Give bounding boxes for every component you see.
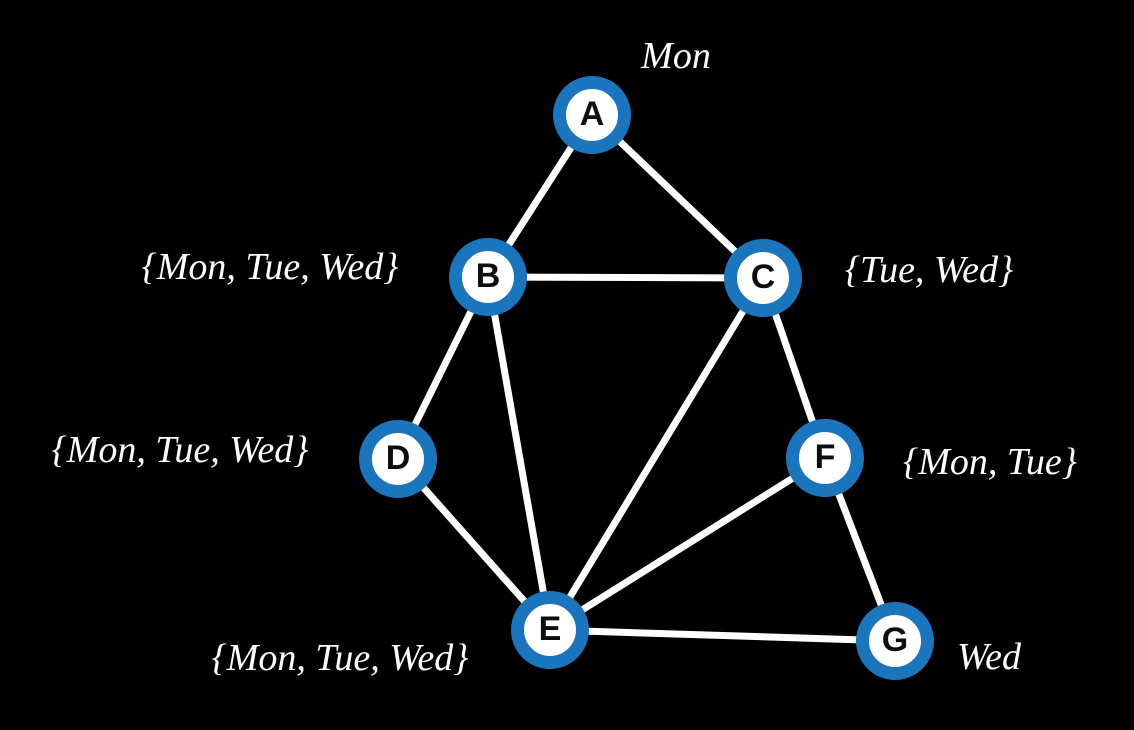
domain-label-F: {Mon, Tue}	[903, 441, 1077, 483]
edge-E-G	[549, 626, 896, 645]
edge-C-E	[547, 276, 766, 632]
edge-B-E	[484, 276, 554, 631]
node-letter-B: B	[475, 257, 501, 295]
domain-label-G: Wed	[956, 636, 1022, 678]
node-letter-C: C	[750, 258, 776, 296]
node-G: G	[856, 602, 934, 680]
node-D: D	[359, 420, 437, 498]
node-letter-G: G	[881, 621, 909, 659]
node-E: E	[511, 591, 589, 669]
edge-B-C	[487, 273, 764, 282]
domain-label-E: {Mon, Tue, Wed}	[211, 637, 469, 679]
node-F: F	[786, 419, 864, 497]
node-letter-E: E	[538, 610, 562, 648]
node-C: C	[724, 239, 802, 317]
node-A: A	[553, 76, 631, 154]
node-letter-D: D	[385, 439, 411, 477]
node-letter-A: A	[579, 95, 605, 133]
domain-label-D: {Mon, Tue, Wed}	[51, 429, 309, 471]
domain-label-B: {Mon, Tue, Wed}	[141, 246, 399, 288]
node-B: B	[449, 238, 527, 316]
domain-label-A: Mon	[641, 35, 711, 77]
node-letter-F: F	[814, 438, 836, 476]
edge-E-F	[548, 455, 827, 633]
domain-label-C: {Tue, Wed}	[844, 249, 1014, 291]
